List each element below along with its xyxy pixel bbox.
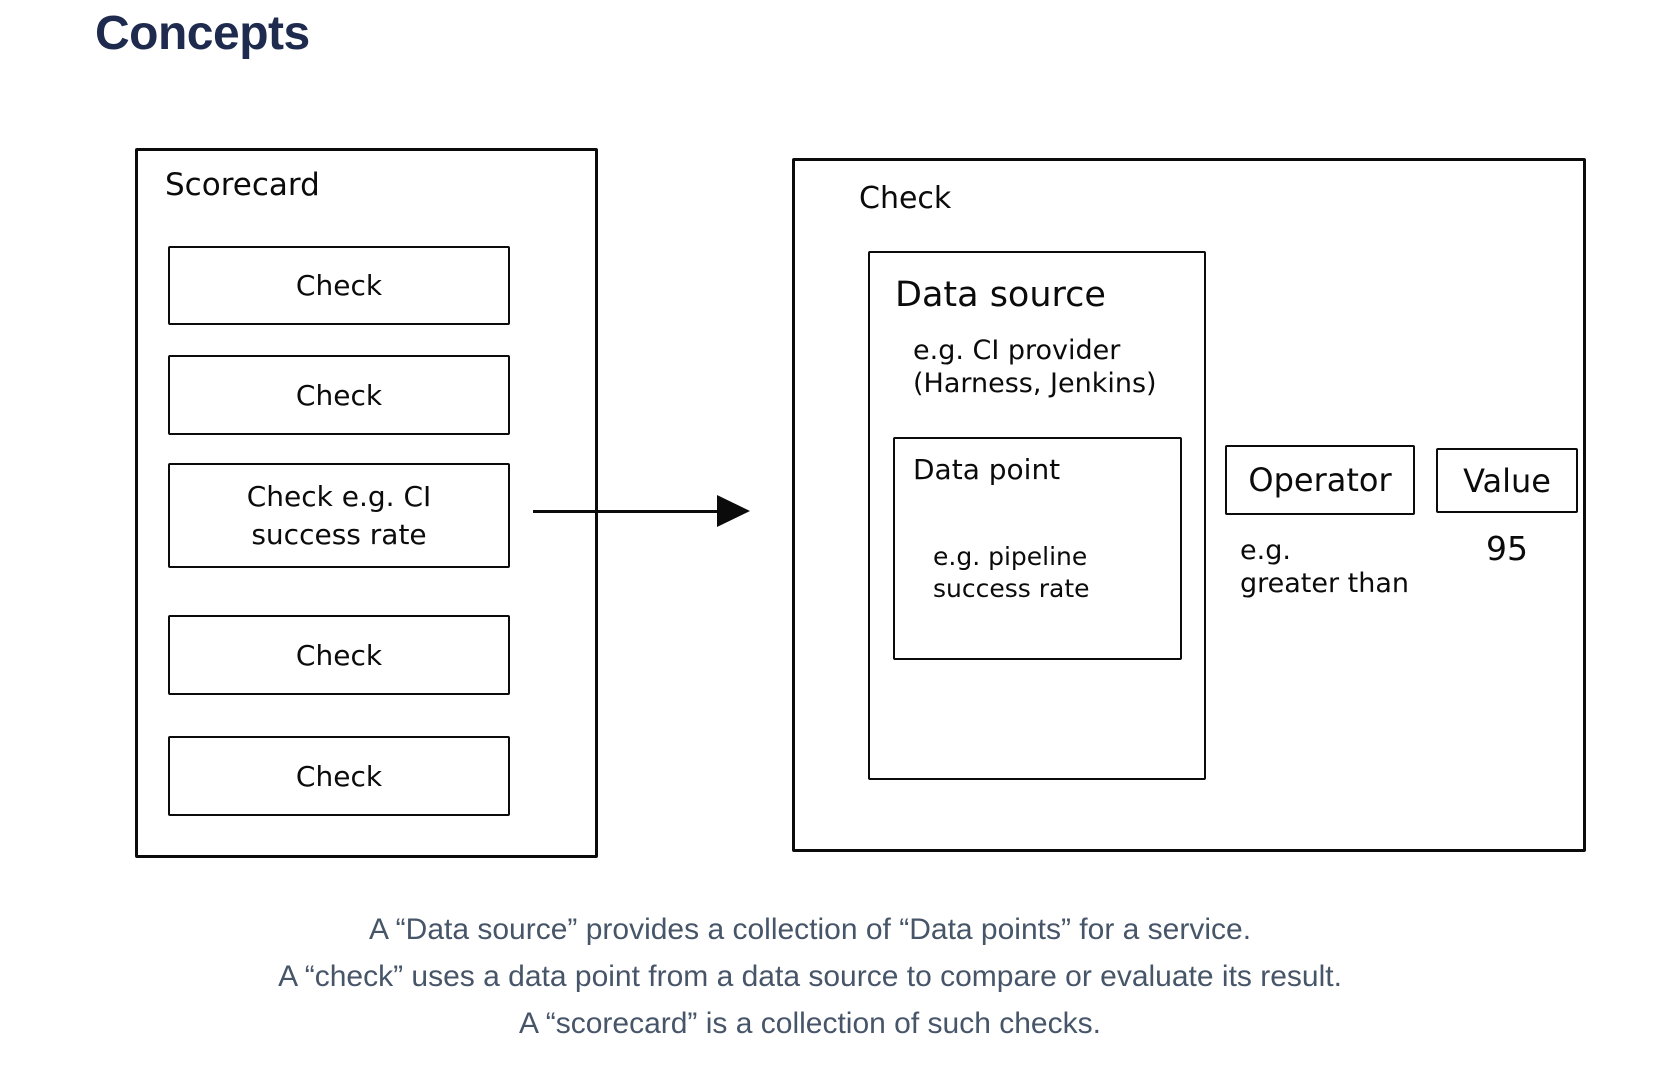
data-point-box: Data point e.g. pipeline success rate [893,437,1182,660]
operator-box: Operator [1225,445,1415,515]
check-box-2-label: Check [295,378,383,412]
check-box-1-label: Check [295,269,383,302]
data-source-label: Data source [895,275,1106,315]
operator-example: e.g. greater than [1240,535,1409,601]
scorecard-label: Scorecard [165,167,320,203]
caption: A “Data source” provides a collection of… [0,906,1620,1047]
check-box-3-label: Check e.g. CI success rate [246,479,432,551]
check-box-3: Check e.g. CI success rate [168,463,510,568]
arrow-head-icon [717,495,750,527]
data-source-box: Data source e.g. CI provider (Harness, J… [868,251,1206,780]
caption-line-2: A “check” uses a data point from a data … [278,960,1342,993]
operator-example-line2: greater than [1240,567,1410,599]
data-point-label: Data point [913,453,1061,486]
data-source-example-line2: (Harness, Jenkins) [913,367,1157,399]
data-point-example-line2: success rate [933,574,1090,603]
caption-line-3: A “scorecard” is a collection of such ch… [519,1007,1101,1040]
value-box: Value [1436,448,1578,513]
arrow-line [533,510,719,513]
operator-label: Operator [1248,461,1392,499]
operator-example-line1: e.g. [1240,535,1291,566]
connector-arrow [533,495,750,528]
check-box-4-label: Check [295,638,383,672]
check-box-5: Check [168,736,510,816]
data-point-example: e.g. pipeline success rate [933,541,1090,605]
scorecard-box: Scorecard Check Check Check e.g. CI succ… [135,148,598,858]
check-box-4: Check [168,615,510,695]
check-box-2: Check [168,355,510,435]
data-source-example: e.g. CI provider (Harness, Jenkins) [913,335,1157,401]
value-label: Value [1463,461,1551,500]
check-box-1: Check [168,246,510,325]
check-box-5-label: Check [295,759,383,793]
value-example: 95 [1486,529,1528,568]
caption-line-1: A “Data source” provides a collection of… [368,913,1252,946]
data-point-example-line1: e.g. pipeline [933,542,1088,571]
data-source-example-line1: e.g. CI provider [913,335,1121,366]
check-panel-label: Check [859,181,952,216]
check-panel-box: Check Data source e.g. CI provider (Harn… [792,158,1586,852]
page-title: Concepts [95,7,310,60]
